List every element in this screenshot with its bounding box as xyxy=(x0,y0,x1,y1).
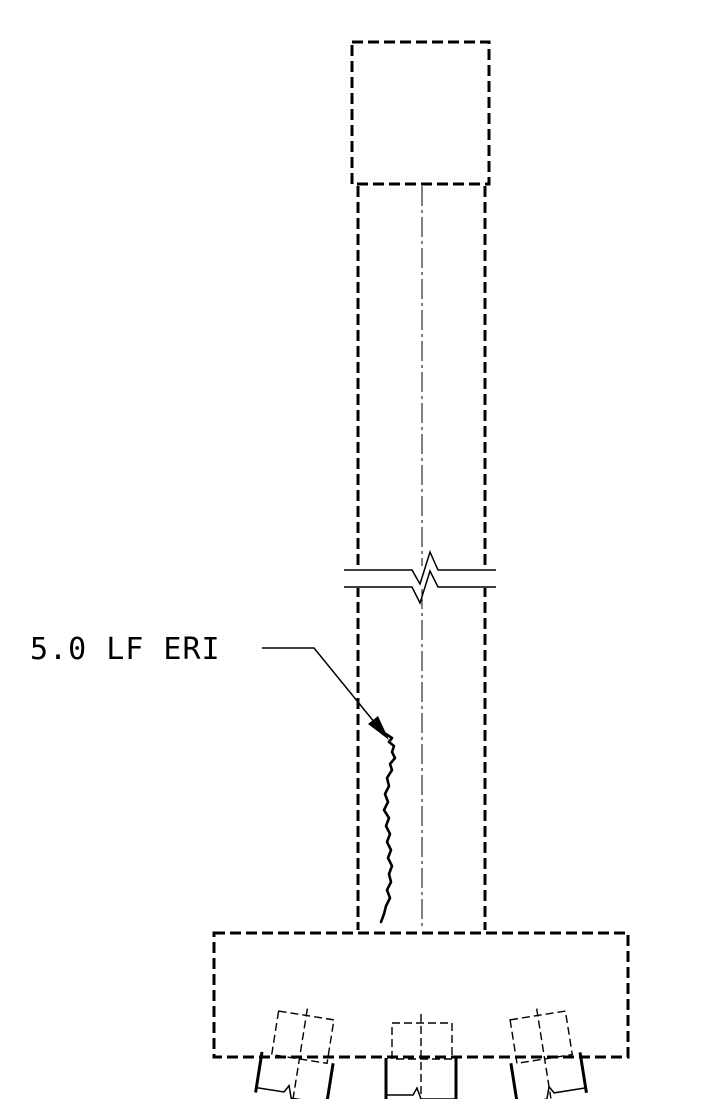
leader-line xyxy=(262,647,389,740)
upper-box xyxy=(350,40,491,186)
crack-line xyxy=(379,732,397,924)
crack-label: 5.0 LF ERI xyxy=(30,632,221,667)
leader-arrowhead xyxy=(368,716,389,740)
pipe-stub-right xyxy=(509,1008,588,1099)
pipe-stub-center xyxy=(384,1014,458,1099)
pipe-stub-left xyxy=(254,1008,335,1099)
break-symbol xyxy=(344,549,497,605)
